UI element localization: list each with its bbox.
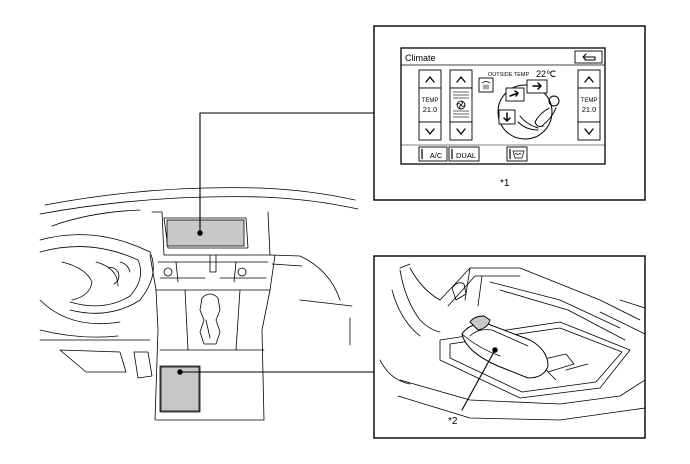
shift-lever	[461, 315, 549, 379]
leader-lines	[177, 112, 375, 375]
right-temp-down-button[interactable]	[577, 121, 601, 141]
dual-button[interactable]: DUAL	[448, 146, 480, 162]
outside-temp-value: 22℃	[536, 69, 556, 79]
left-temp-label: TEMP	[422, 98, 439, 104]
chevron-down-icon	[425, 128, 435, 135]
right-temp-up-button[interactable]	[577, 69, 601, 89]
climate-title: Climate	[405, 53, 436, 63]
shifter-closeup-drawing	[379, 263, 646, 421]
left-temp-value: 21.0	[423, 105, 438, 114]
dashboard-drawing	[39, 187, 359, 421]
left-temp-up-button[interactable]	[418, 69, 442, 89]
ac-label: A/C	[430, 151, 443, 160]
right-temp-value: 21.0	[582, 105, 597, 114]
callout-label-1: *1	[500, 178, 510, 189]
fan-down-button[interactable]	[449, 121, 473, 141]
climate-screen: Climate TEMP 21.0	[400, 47, 606, 165]
front-defrost-button[interactable]	[478, 77, 494, 93]
screen-highlight	[166, 219, 245, 247]
rear-defrost-icon	[512, 150, 525, 159]
chevron-up-icon	[584, 76, 594, 83]
dual-label: DUAL	[456, 151, 476, 160]
back-button[interactable]	[574, 50, 603, 64]
rear-defrost-button[interactable]	[506, 146, 528, 162]
fan-up-button[interactable]	[449, 69, 473, 89]
fan-icon	[456, 100, 466, 110]
fan-level-bars	[453, 91, 469, 118]
left-temp-down-button[interactable]	[418, 121, 442, 141]
callout-label-2: *2	[448, 416, 458, 427]
shift-lever-button	[469, 315, 491, 331]
return-arrow-icon	[582, 53, 596, 61]
chevron-up-icon	[456, 76, 466, 83]
right-temp-label: TEMP	[581, 98, 598, 104]
front-defrost-icon	[481, 81, 491, 90]
chevron-down-icon	[456, 128, 466, 135]
chevron-up-icon	[425, 76, 435, 83]
ac-button[interactable]: A/C	[418, 146, 448, 162]
seated-occupant-airflow-icon	[497, 79, 560, 140]
chevron-down-icon	[584, 128, 594, 135]
outside-temp-label: OUTSIDE TEMP	[488, 72, 529, 78]
leader-line-2	[461, 347, 498, 411]
